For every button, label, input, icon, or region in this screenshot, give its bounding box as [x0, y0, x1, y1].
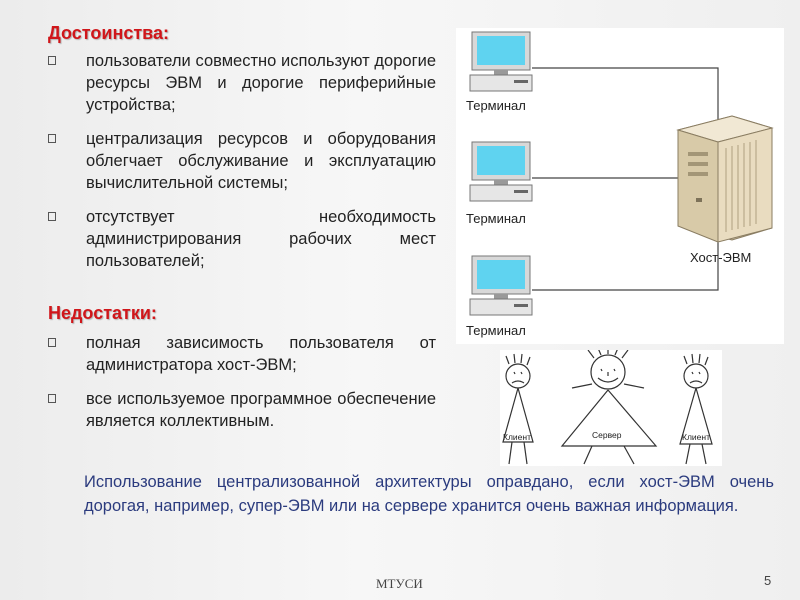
bullet-icon — [48, 212, 56, 221]
list-item-text: централизация ресурсов и оборудования об… — [86, 130, 436, 192]
terminal-icon — [469, 141, 533, 202]
client-label: Клиент — [503, 432, 531, 442]
host-label: Хост-ЭВМ — [690, 250, 751, 265]
bullet-icon — [48, 56, 56, 65]
connection-line — [532, 67, 719, 120]
list-item: все используемое программное обеспечение… — [48, 388, 436, 432]
server-label: Сервер — [592, 430, 622, 440]
bullet-icon — [48, 338, 56, 347]
list-item-text: отсутствует необходимость администрирова… — [86, 208, 436, 270]
disadvantages-heading: Недостатки: — [48, 303, 157, 323]
terminal-icon — [469, 255, 533, 316]
advantages-heading: Достоинства: — [48, 23, 169, 43]
network-diagram: Терминал Терминал Терминал — [456, 28, 784, 344]
network-diagram-svg: Терминал Терминал Терминал — [466, 31, 774, 338]
bullet-icon — [48, 394, 56, 403]
client-server-svg: Клиент Сервер Клиент — [502, 347, 713, 465]
list-item-text: полная зависимость пользователя от админ… — [86, 334, 436, 374]
left-column: Достоинства: пользователи совместно испо… — [48, 20, 436, 430]
list-item: полная зависимость пользователя от админ… — [48, 332, 436, 376]
terminal-label: Терминал — [466, 98, 526, 113]
list-item: отсутствует необходимость администрирова… — [48, 206, 436, 272]
conclusion-text: Использование централизованной архитекту… — [84, 473, 774, 515]
organization-label: МТУСИ — [376, 576, 423, 591]
list-item: пользователи совместно используют дороги… — [48, 50, 436, 116]
connection-lines — [532, 67, 719, 291]
terminal-icon — [469, 31, 533, 92]
bullet-icon — [48, 134, 56, 143]
disadvantages-list: полная зависимость пользователя от админ… — [48, 332, 436, 444]
server-icon — [676, 115, 774, 243]
list-item-text: все используемое программное обеспечение… — [86, 390, 436, 430]
page-number: 5 — [764, 573, 772, 588]
terminal-label: Терминал — [466, 211, 526, 226]
server-figure — [560, 347, 658, 465]
terminal-label: Терминал — [466, 323, 526, 338]
connection-line — [532, 226, 719, 291]
client-label: Клиент — [682, 432, 710, 442]
advantages-list: пользователи совместно используют дороги… — [48, 50, 436, 284]
list-item: централизация ресурсов и оборудования об… — [48, 128, 436, 194]
client-figure — [679, 353, 713, 465]
list-item-text: пользователи совместно используют дороги… — [86, 52, 436, 114]
client-server-illustration: Клиент Сервер Клиент — [500, 347, 722, 466]
client-figure — [502, 353, 534, 465]
